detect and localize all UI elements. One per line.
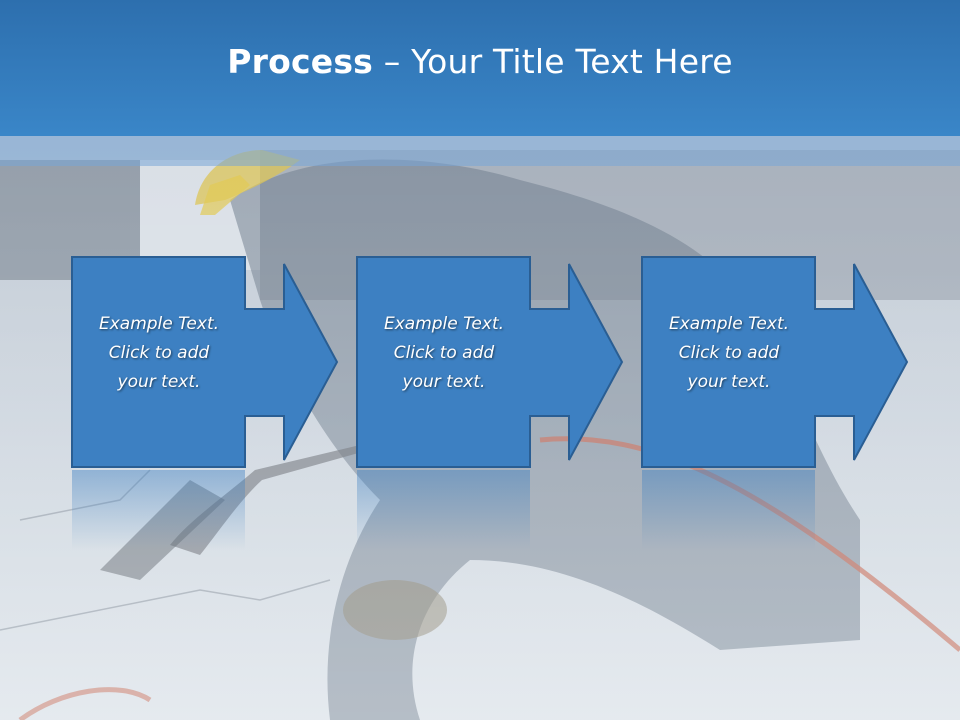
step-1-line-3: your text. — [117, 372, 201, 392]
step-2-arrow-shape — [356, 256, 624, 468]
step-3-line-1: Example Text. — [668, 314, 790, 334]
slide-title[interactable]: Process – Your Title Text Here — [227, 42, 733, 81]
title-rest-part: – Your Title Text Here — [373, 41, 733, 81]
step-3-text[interactable]: Example Text. Click to add your text. — [643, 310, 815, 397]
step-1-arrow-shape — [71, 256, 339, 468]
step-2-text[interactable]: Example Text. Click to add your text. — [358, 310, 530, 397]
step-2-line-2: Click to add — [393, 343, 495, 363]
step-3-line-3: your text. — [687, 372, 771, 392]
step-3-line-2: Click to add — [678, 343, 780, 363]
step-3-arrow-shape — [641, 256, 909, 468]
process-step-2[interactable]: Example Text. Click to add your text. — [356, 256, 702, 468]
header-sub-band — [0, 136, 960, 166]
step-1-line-1: Example Text. — [98, 314, 220, 334]
process-step-3[interactable]: Example Text. Click to add your text. — [641, 256, 960, 468]
process-step-1[interactable]: Example Text. Click to add your text. — [71, 256, 417, 468]
header-bar: Process – Your Title Text Here — [0, 0, 960, 136]
step-1-line-2: Click to add — [108, 343, 210, 363]
step-1-text[interactable]: Example Text. Click to add your text. — [73, 310, 245, 397]
step-2-line-3: your text. — [402, 372, 486, 392]
step-2-line-1: Example Text. — [383, 314, 505, 334]
title-bold-part: Process — [227, 41, 374, 81]
